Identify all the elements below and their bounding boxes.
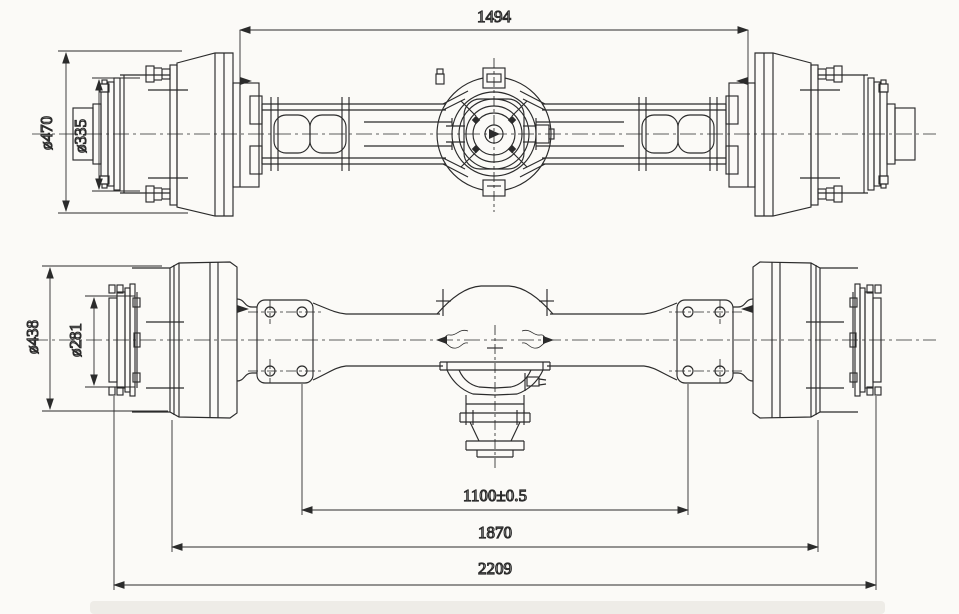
sheet-edge-shadow [90,601,885,614]
wheel-stud [145,65,171,83]
plan-view: ø438 ø281 1100±0.5 1870 2209 [22,261,936,590]
pinion-point [489,129,500,139]
dim-pilot-od-335: ø335 [70,77,140,192]
axle-beam [261,97,453,171]
beam-web-link [309,114,347,154]
wheel-stud [145,185,171,203]
dim-drum-od-438: ø438 [22,265,168,412]
differential-housing [435,58,555,212]
dim-drum-od-470: ø470 [36,50,188,214]
dim-2209-label: 2209 [478,559,512,578]
plan-view-left-half [108,261,496,458]
diff-carrier [439,361,496,458]
breather-stud [435,68,445,85]
front-view-left-half [72,52,469,217]
dim-438-label: ø438 [23,320,42,354]
carrier-nut [535,124,555,144]
brake-drum [169,52,234,217]
dim-1870-label: 1870 [478,523,512,542]
housing-hump [436,285,495,315]
dim-1494-label: 1494 [477,7,512,26]
breather-callout [436,329,469,349]
dim-335-label: ø335 [71,119,90,153]
face-arrow [237,305,249,313]
dim-1494: 1494 [239,6,749,88]
brake-drum [169,261,238,419]
front-view-right-half [519,52,916,217]
carrier-bolt [524,373,547,391]
spring-seat [248,299,322,384]
dim-1100: 1100±0.5 [301,384,689,515]
dim-pilot-od-281: ø281 [65,295,135,388]
dim-2209: 2209 [113,396,877,590]
dim-281-label: ø281 [66,323,85,357]
axle-tube [312,285,495,381]
front-view: 1494 ø470 ø335 [32,6,936,217]
dim-1100-label: 1100±0.5 [463,486,527,505]
dim-1870: 1870 [171,420,819,552]
brake-backplate [124,283,141,397]
brake-backplate [232,82,263,188]
face-arrow [240,77,252,85]
dim-470-label: ø470 [37,116,56,150]
